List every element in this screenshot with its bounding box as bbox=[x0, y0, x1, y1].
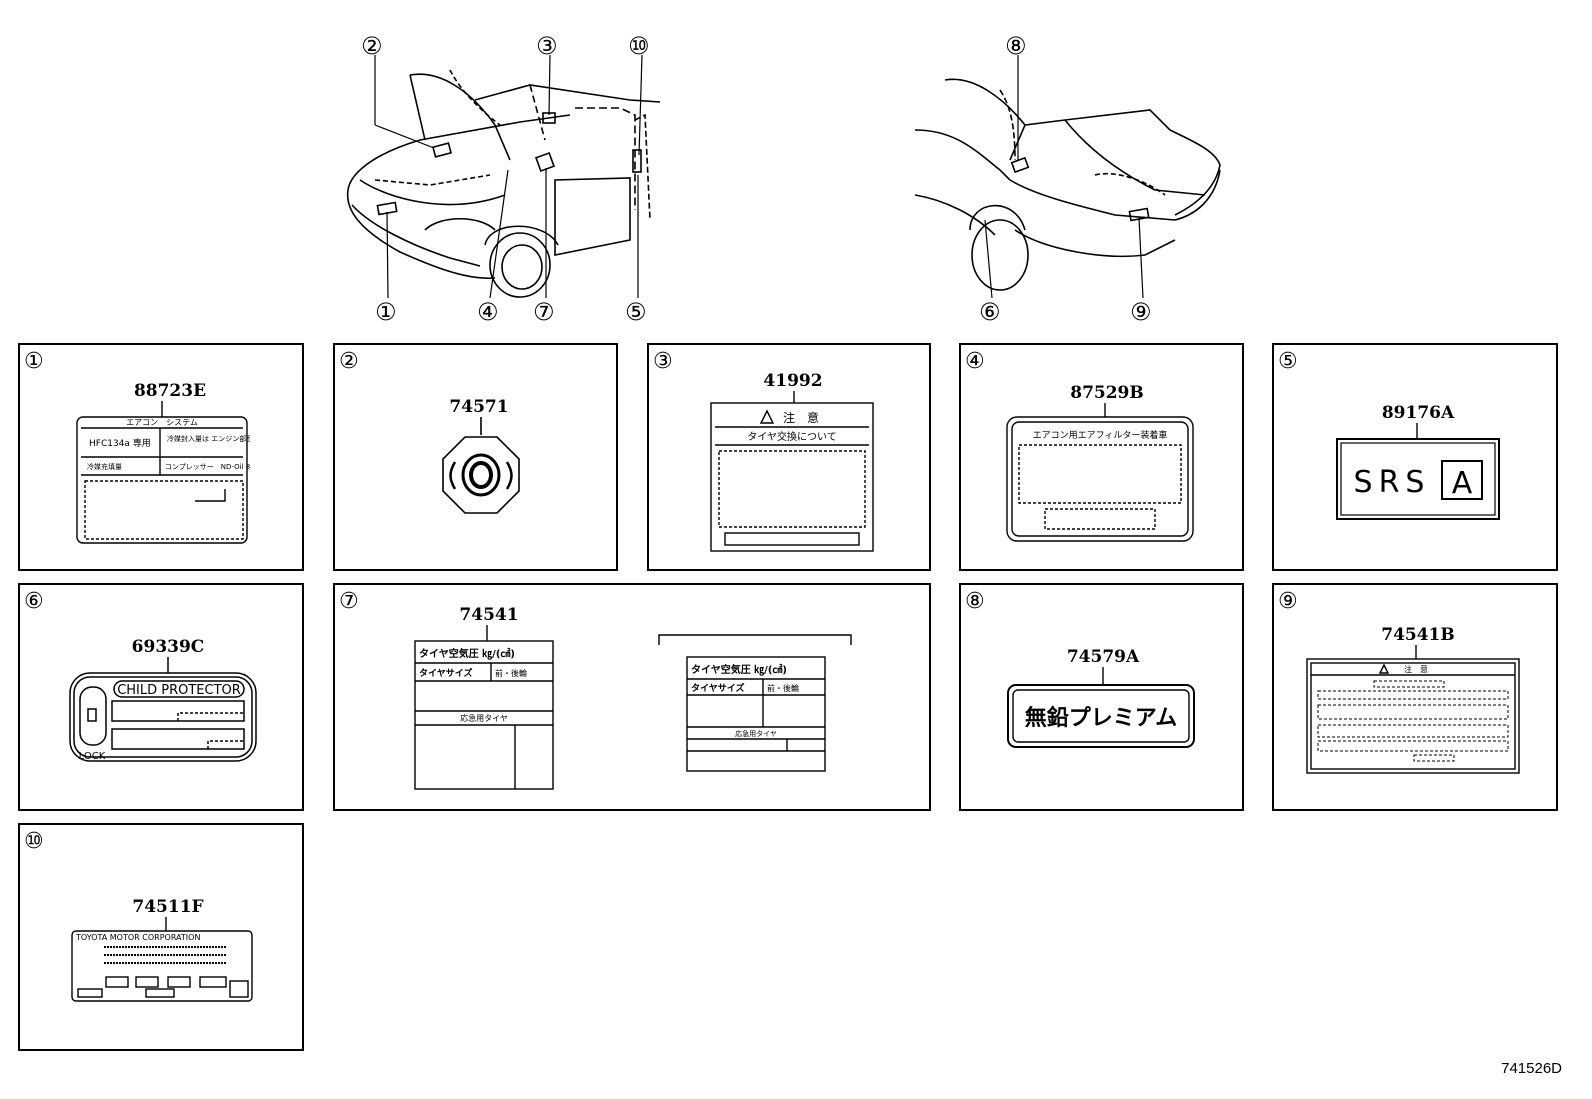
label-6-lock: LOCK bbox=[79, 751, 106, 762]
label-69339C: CHILD PROTECTOR LOCK bbox=[69, 657, 257, 762]
panel-number-7: ⑦ bbox=[339, 589, 359, 614]
label-41992: 注 意 タイヤ交換について bbox=[710, 391, 874, 552]
label-74541: タイヤ空気圧 ㎏/(㎠) タイヤサイズ 前・後輪 応急用タイヤ bbox=[414, 625, 554, 790]
part-number-74541B: 74541B bbox=[1381, 625, 1455, 645]
panel-number-6: ⑥ bbox=[24, 589, 44, 614]
callout-8-rear: ⑧ bbox=[1005, 32, 1027, 60]
part-number-69339C: 69339C bbox=[131, 637, 205, 657]
panel-number-10: ⑩ bbox=[24, 829, 44, 854]
label-1-refrigerant: HFC134a 専用 bbox=[89, 437, 151, 449]
callout-1-front: ① bbox=[375, 298, 397, 326]
part-number-74571: 74571 bbox=[449, 397, 509, 417]
part-number-74541: 74541 bbox=[459, 605, 519, 625]
label-7b-spare: 応急用タイヤ bbox=[735, 729, 777, 738]
callout-7-front: ⑦ bbox=[533, 298, 555, 326]
label-88723E: エアコン システム HFC134a 専用 冷媒封入量は エンジン部品 冷媒充填量… bbox=[76, 401, 250, 544]
panel-number-9: ⑨ bbox=[1278, 589, 1298, 614]
panel-6: ⑥ 69339C CHILD PROTECTOR LOCK bbox=[18, 583, 304, 811]
diagram-reference-code: 741526D bbox=[1501, 1060, 1562, 1077]
panel-10: ⑩ 74511F TOYOTA MOTOR CORPORATION bbox=[18, 823, 304, 1051]
label-74511F: TOYOTA MOTOR CORPORATION bbox=[71, 917, 253, 1002]
label-1-oil: コンプレッサー ND-Oil 8 bbox=[165, 463, 250, 471]
callout-5-front: ⑤ bbox=[625, 298, 647, 326]
part-number-41992: 41992 bbox=[763, 371, 823, 391]
part-number-87529B: 87529B bbox=[1070, 383, 1144, 403]
label-87529B: エアコン用エアフィルター装着車 bbox=[1006, 403, 1194, 542]
part-number-89176A: 89176A bbox=[1381, 403, 1455, 423]
part-number-88723E: 88723E bbox=[133, 381, 207, 401]
label-7b-header: タイヤ空気圧 ㎏/(㎠) bbox=[691, 663, 787, 676]
label-3-header: 注 意 bbox=[783, 410, 819, 425]
rear-car-illustration bbox=[915, 55, 1221, 299]
callout-2-front: ② bbox=[361, 32, 383, 60]
panel-number-8: ⑧ bbox=[965, 589, 985, 614]
label-6-header: CHILD PROTECTOR bbox=[117, 683, 241, 698]
callout-10-front: ⑩ bbox=[628, 32, 650, 60]
panel-number-5: ⑤ bbox=[1278, 349, 1298, 374]
panel-3: ③ 41992 注 意 タイヤ交換について bbox=[647, 343, 931, 571]
label-1-note: 冷媒封入量は エンジン部品 bbox=[167, 434, 250, 443]
label-7a-spare: 応急用タイヤ bbox=[460, 713, 508, 723]
label-5-box: A bbox=[1452, 466, 1473, 501]
panel-2: ② 74571 bbox=[333, 343, 618, 571]
label-7a-fr: 前・後輪 bbox=[495, 668, 527, 678]
label-1-amount: 冷媒充填量 bbox=[87, 462, 122, 471]
label-74579A: 無鉛プレミアム bbox=[1007, 667, 1195, 748]
part-number-74579A: 74579A bbox=[1066, 647, 1140, 667]
label-5-srs: SRS bbox=[1354, 465, 1431, 500]
callout-3-front: ③ bbox=[536, 32, 558, 60]
panel-4: ④ 87529B エアコン用エアフィルター装着車 bbox=[959, 343, 1244, 571]
label-7b-fr: 前・後輪 bbox=[767, 683, 799, 693]
panel-number-1: ① bbox=[24, 349, 44, 374]
callout-6-rear: ⑥ bbox=[979, 298, 1001, 326]
panel-7: ⑦ 74541 タイヤ空気圧 ㎏/(㎠) タイヤサイズ 前・後輪 応急用タイヤ bbox=[333, 583, 931, 811]
label-7a-header: タイヤ空気圧 ㎏/(㎠) bbox=[419, 647, 515, 660]
label-9-header: 注 意 bbox=[1404, 664, 1428, 674]
label-74571 bbox=[442, 417, 520, 514]
label-74541B: 注 意 bbox=[1306, 645, 1520, 774]
label-4-header: エアコン用エアフィルター装着車 bbox=[1033, 429, 1168, 441]
label-89176A: SRS A bbox=[1336, 423, 1500, 520]
label-7b-size: タイヤサイズ bbox=[691, 682, 744, 694]
front-car-illustration bbox=[346, 54, 660, 299]
panel-number-2: ② bbox=[339, 349, 359, 374]
label-1-header: エアコン システム bbox=[126, 418, 198, 427]
label-3-sub: タイヤ交換について bbox=[747, 430, 836, 443]
panel-number-3: ③ bbox=[653, 349, 673, 374]
panel-number-4: ④ bbox=[965, 349, 985, 374]
panel-5: ⑤ 89176A SRS A bbox=[1272, 343, 1558, 571]
part-number-74511F: 74511F bbox=[132, 897, 204, 917]
panel-1: ① 88723E エアコン システム HFC134a 専用 冷媒封入量は エンジ… bbox=[18, 343, 304, 571]
panel-8: ⑧ 74579A 無鉛プレミアム bbox=[959, 583, 1244, 811]
label-7a-size: タイヤサイズ bbox=[419, 667, 472, 679]
callout-9-rear: ⑨ bbox=[1130, 298, 1152, 326]
label-10-header: TOYOTA MOTOR CORPORATION bbox=[75, 933, 200, 942]
panel-9: ⑨ 74541B 注 意 bbox=[1272, 583, 1558, 811]
label-8-fuel: 無鉛プレミアム bbox=[1025, 705, 1177, 731]
callout-4-front: ④ bbox=[477, 298, 499, 326]
label-74541-alt: タイヤ空気圧 ㎏/(㎠) タイヤサイズ 前・後輪 応急用タイヤ bbox=[658, 634, 852, 772]
